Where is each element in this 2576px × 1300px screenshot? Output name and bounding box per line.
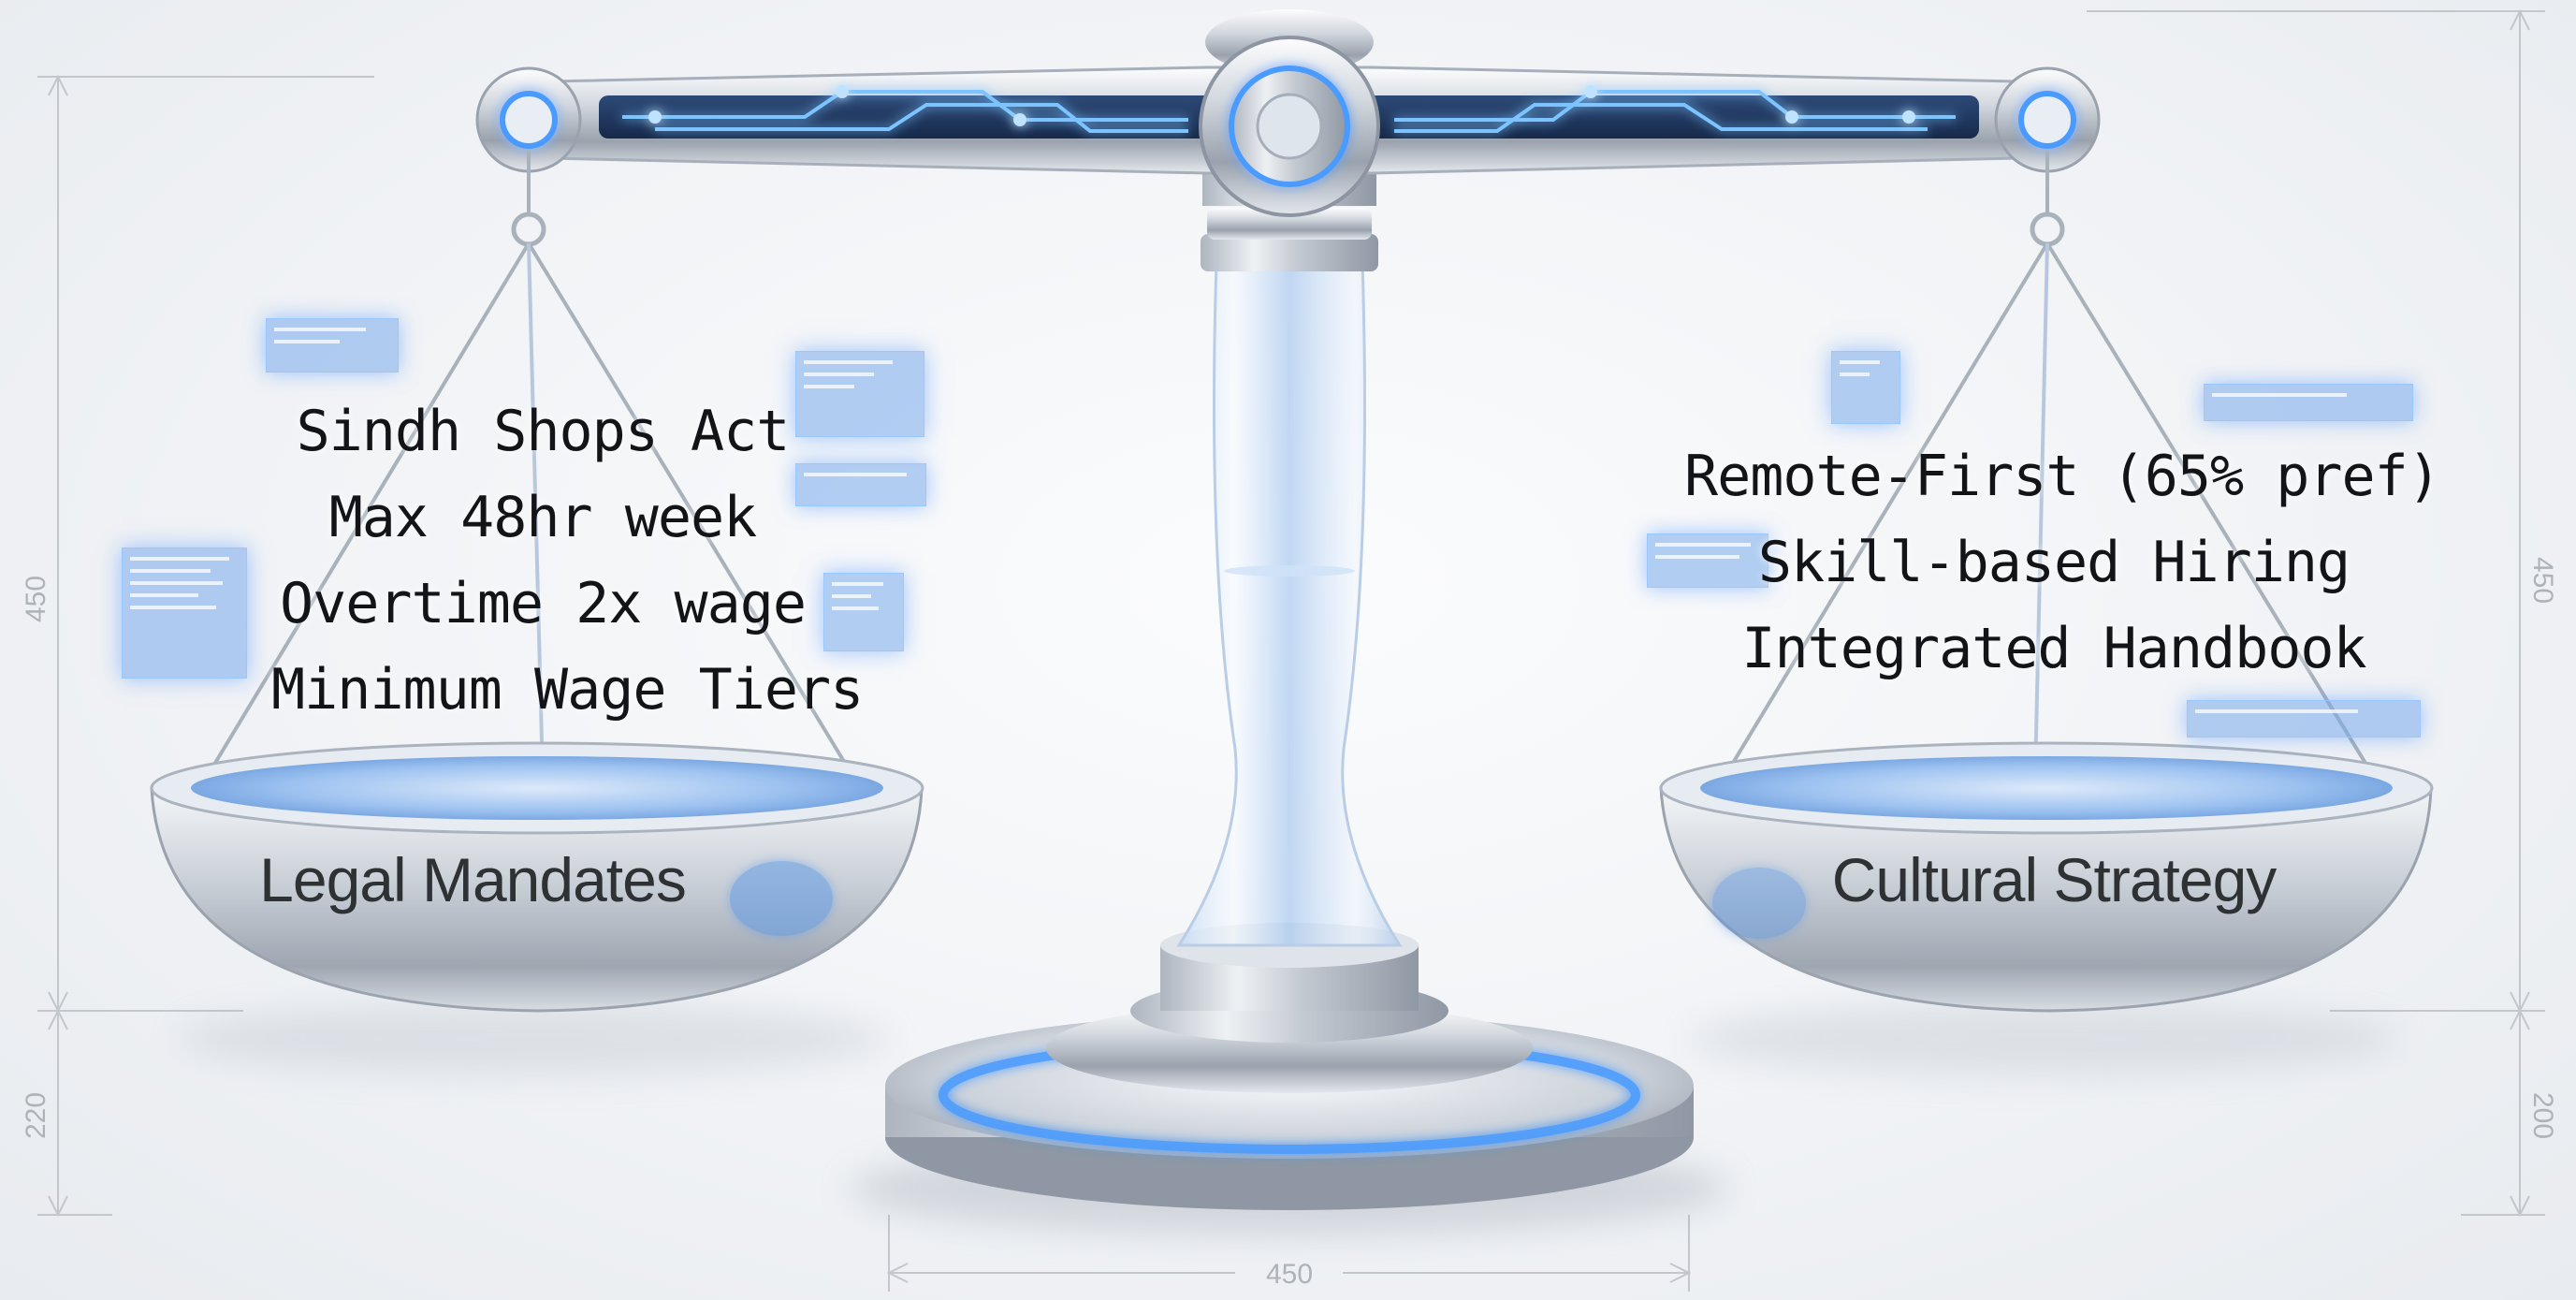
- scale-base: [885, 923, 1694, 1210]
- right-pan-label: Cultural Strategy: [1831, 845, 2278, 914]
- hud-panel: [2204, 384, 2413, 421]
- left-pan-hanger: [202, 150, 858, 783]
- list-item: Remote-First (65% pref): [1684, 444, 2441, 509]
- hud-panel: [795, 463, 926, 506]
- hud-panel: [266, 318, 399, 372]
- right-pan-hanger: [1720, 150, 2379, 783]
- dimension-lines: [37, 8, 2545, 1292]
- dim-left-lower: 220: [21, 1092, 51, 1139]
- hud-panel: [122, 548, 247, 679]
- dim-right-upper: 450: [2527, 557, 2558, 604]
- left-pan: [150, 741, 924, 1013]
- list-item: Integrated Handbook: [1741, 616, 2366, 681]
- dim-base-width: 450: [1266, 1259, 1313, 1290]
- hud-panel: [1647, 533, 1768, 588]
- list-item: Sindh Shops Act: [296, 399, 791, 464]
- right-pan-items: Remote-First (65% pref) Skill-based Hiri…: [1684, 433, 2441, 692]
- glass-column: [1176, 208, 1403, 947]
- list-item: Skill-based Hiring: [1757, 530, 2350, 595]
- list-item: Minimum Wage Tiers: [271, 657, 864, 723]
- list-item: Overtime 2x wage: [280, 571, 807, 636]
- left-pan-items: Sindh Shops Act Max 48hr week Overtime 2…: [271, 388, 864, 733]
- hud-panel: [1831, 351, 1900, 424]
- dim-left-upper: 450: [21, 576, 51, 622]
- dim-right-lower: 200: [2527, 1092, 2558, 1139]
- hud-panel: [823, 573, 904, 651]
- left-pan-label: Legal Mandates: [259, 845, 687, 914]
- hud-panel: [795, 351, 924, 437]
- balance-beam: [475, 36, 2101, 217]
- list-item: Max 48hr week: [328, 485, 758, 550]
- hud-panel: [2187, 700, 2421, 738]
- right-pan: [1659, 741, 2434, 1013]
